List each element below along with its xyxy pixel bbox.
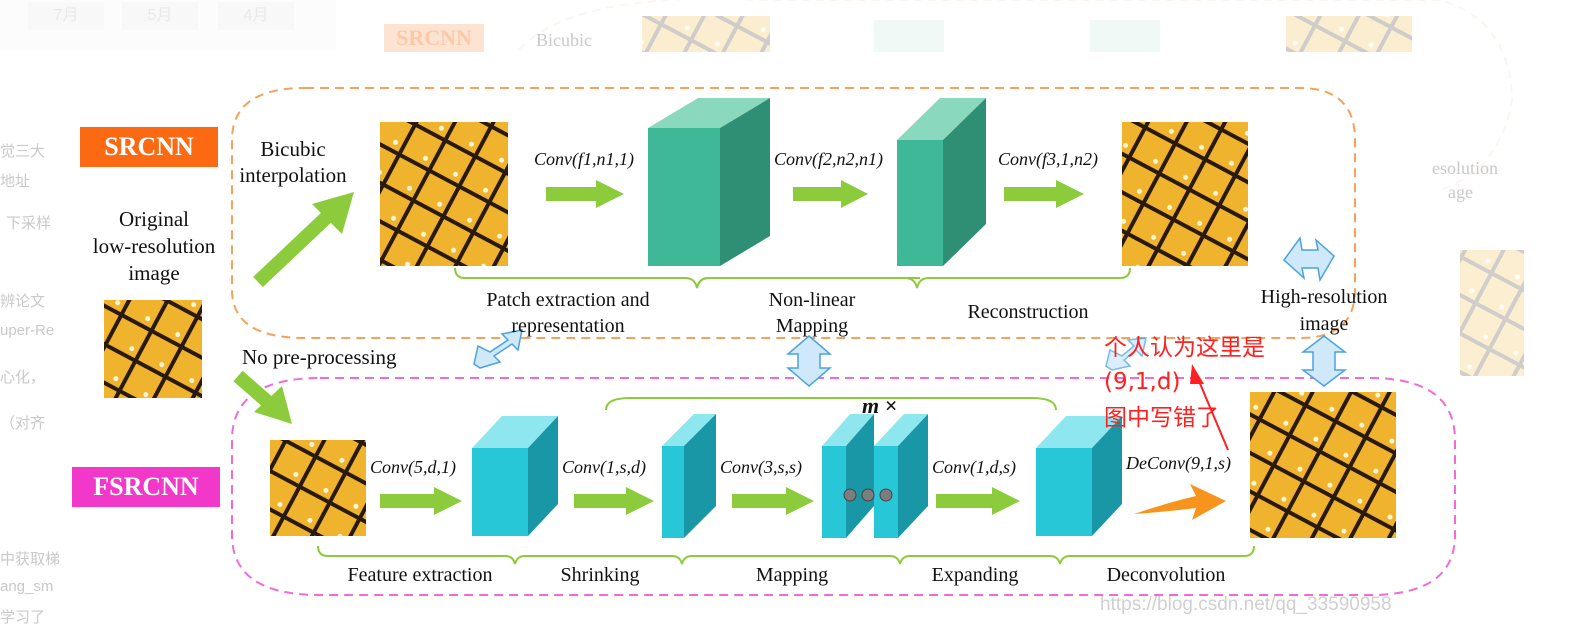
stage-deconvolution: Deconvolution <box>1106 564 1226 586</box>
fsrcnn-braces <box>317 545 1255 565</box>
bg-snippet: 中获取梯 <box>0 551 61 568</box>
stage-expanding: Expanding <box>931 564 1019 586</box>
fsrcnn-cube-shrink <box>662 414 716 538</box>
interpolation-label: interpolation <box>239 163 347 187</box>
bg-snippet: 下采样 <box>6 215 52 232</box>
fsrcnn-arrow-3 <box>732 487 814 515</box>
stage-reconstruction: Reconstruction <box>967 301 1089 323</box>
high-res-label: High-resolution <box>1260 286 1388 308</box>
bicubic-arrow <box>253 192 354 288</box>
srcnn-braces <box>454 267 1131 289</box>
annotation-line-3: 图中写错了 <box>1104 405 1219 431</box>
stage-patch-extraction: Patch extraction and <box>486 289 650 311</box>
srcnn-conv3-label: Conv(f3,1,n2) <box>998 149 1098 169</box>
csdn-watermark: https://blog.csdn.net/qq_33590958 <box>1100 594 1392 615</box>
srcnn-badge: SRCNN <box>80 127 218 167</box>
fsrcnn-arrow-2 <box>574 487 654 515</box>
fsrcnn-conv3-label: Conv(3,s,s) <box>720 457 802 477</box>
bg-snippet: ang_sm <box>0 578 54 595</box>
srcnn-cube-1 <box>648 98 770 266</box>
bg-snippet: 地址 <box>0 173 31 190</box>
fsrcnn-cube-expand <box>1036 416 1122 536</box>
fsrcnn-badge: FSRCNN <box>72 467 220 507</box>
srcnn-conv2-label: Conv(f2,n2,n1) <box>774 149 883 169</box>
original-label: image <box>128 261 180 285</box>
bg-snippet: 学习了 <box>0 609 46 626</box>
no-preprocessing-arrow <box>233 370 292 424</box>
ghost-srcnn-badge: SRCNN <box>384 24 484 52</box>
fsrcnn-output-image <box>1250 392 1396 538</box>
fsrcnn-container <box>231 377 1456 596</box>
ghost-resolution-label: age <box>1448 182 1473 202</box>
ghost-resolution-label: esolution <box>1432 158 1498 178</box>
annotation-line-2: (9,1,d) <box>1104 369 1181 395</box>
stage-nonlinear-mapping: Mapping <box>775 315 849 337</box>
ghost-tab-strip <box>0 0 336 50</box>
stage-nonlinear-mapping: Non-linear <box>768 289 856 311</box>
srcnn-container <box>231 87 1356 339</box>
srcnn-output-image <box>1122 122 1248 266</box>
fsrcnn-conv1-label: Conv(5,d,1) <box>370 457 456 477</box>
fsrcnn-conv2-label: Conv(1,s,d) <box>562 457 646 477</box>
ellipsis-dots <box>843 488 893 502</box>
bidirectional-arrow-right-top <box>1282 236 1335 283</box>
fsrcnn-conv4-label: Conv(1,d,s) <box>932 457 1016 477</box>
bidirectional-arrow-middle <box>785 335 833 387</box>
fsrcnn-cube-map-2 <box>874 414 928 538</box>
bidirectional-arrow-left <box>473 329 523 369</box>
srcnn-conv1-label: Conv(f1,n1,1) <box>534 149 634 169</box>
srcnn-arrow-3 <box>1004 180 1084 208</box>
stage-feature-extraction: Feature extraction <box>347 564 493 586</box>
srcnn-cube-2 <box>897 98 986 266</box>
bidirectional-arrow-annotation <box>1105 337 1147 371</box>
fsrcnn-deconv-label: DeConv(9,1,s) <box>1126 453 1231 473</box>
bg-snippet: 心化， <box>0 369 46 386</box>
bg-snippet: 辨论文 <box>0 293 46 310</box>
fsrcnn-input-image <box>270 440 366 536</box>
high-res-label: image <box>1299 313 1349 335</box>
original-lr-image <box>104 300 202 398</box>
no-preprocessing-label: No pre-processing <box>242 345 397 369</box>
stage-patch-extraction: representation <box>511 315 625 337</box>
fsrcnn-arrow-4 <box>936 487 1020 515</box>
annotation-line-1: 个人认为这里是 <box>1104 335 1265 361</box>
stage-mapping: Mapping <box>755 564 829 586</box>
bg-snippet: uper-Re <box>0 322 55 339</box>
ghost-bicubic-label: Bicubic <box>536 30 592 50</box>
annotation-arrow <box>1190 364 1229 451</box>
bidirectional-arrow-right-bottom <box>1300 335 1348 387</box>
srcnn-arrow-2 <box>793 180 868 208</box>
fsrcnn-cube-feature <box>472 416 558 536</box>
srcnn-bicubic-image <box>380 122 508 266</box>
srcnn-arrow-1 <box>546 180 624 208</box>
fsrcnn-deconv-arrow <box>1134 484 1226 520</box>
fsrcnn-cube-map-1 <box>822 414 874 538</box>
mapping-repeat-bracket <box>605 397 1057 411</box>
bg-snippet: 觉三大 <box>0 143 46 160</box>
repeat-m-label: m × <box>862 393 898 418</box>
bg-snippet: （对齐 <box>0 415 46 432</box>
stage-shrinking: Shrinking <box>560 564 640 586</box>
original-label: Original <box>119 207 189 231</box>
original-label: low-resolution <box>92 234 216 258</box>
bicubic-label: Bicubic <box>260 137 326 161</box>
fsrcnn-arrow-1 <box>380 487 462 515</box>
background-ghost-shapes <box>509 0 1524 376</box>
